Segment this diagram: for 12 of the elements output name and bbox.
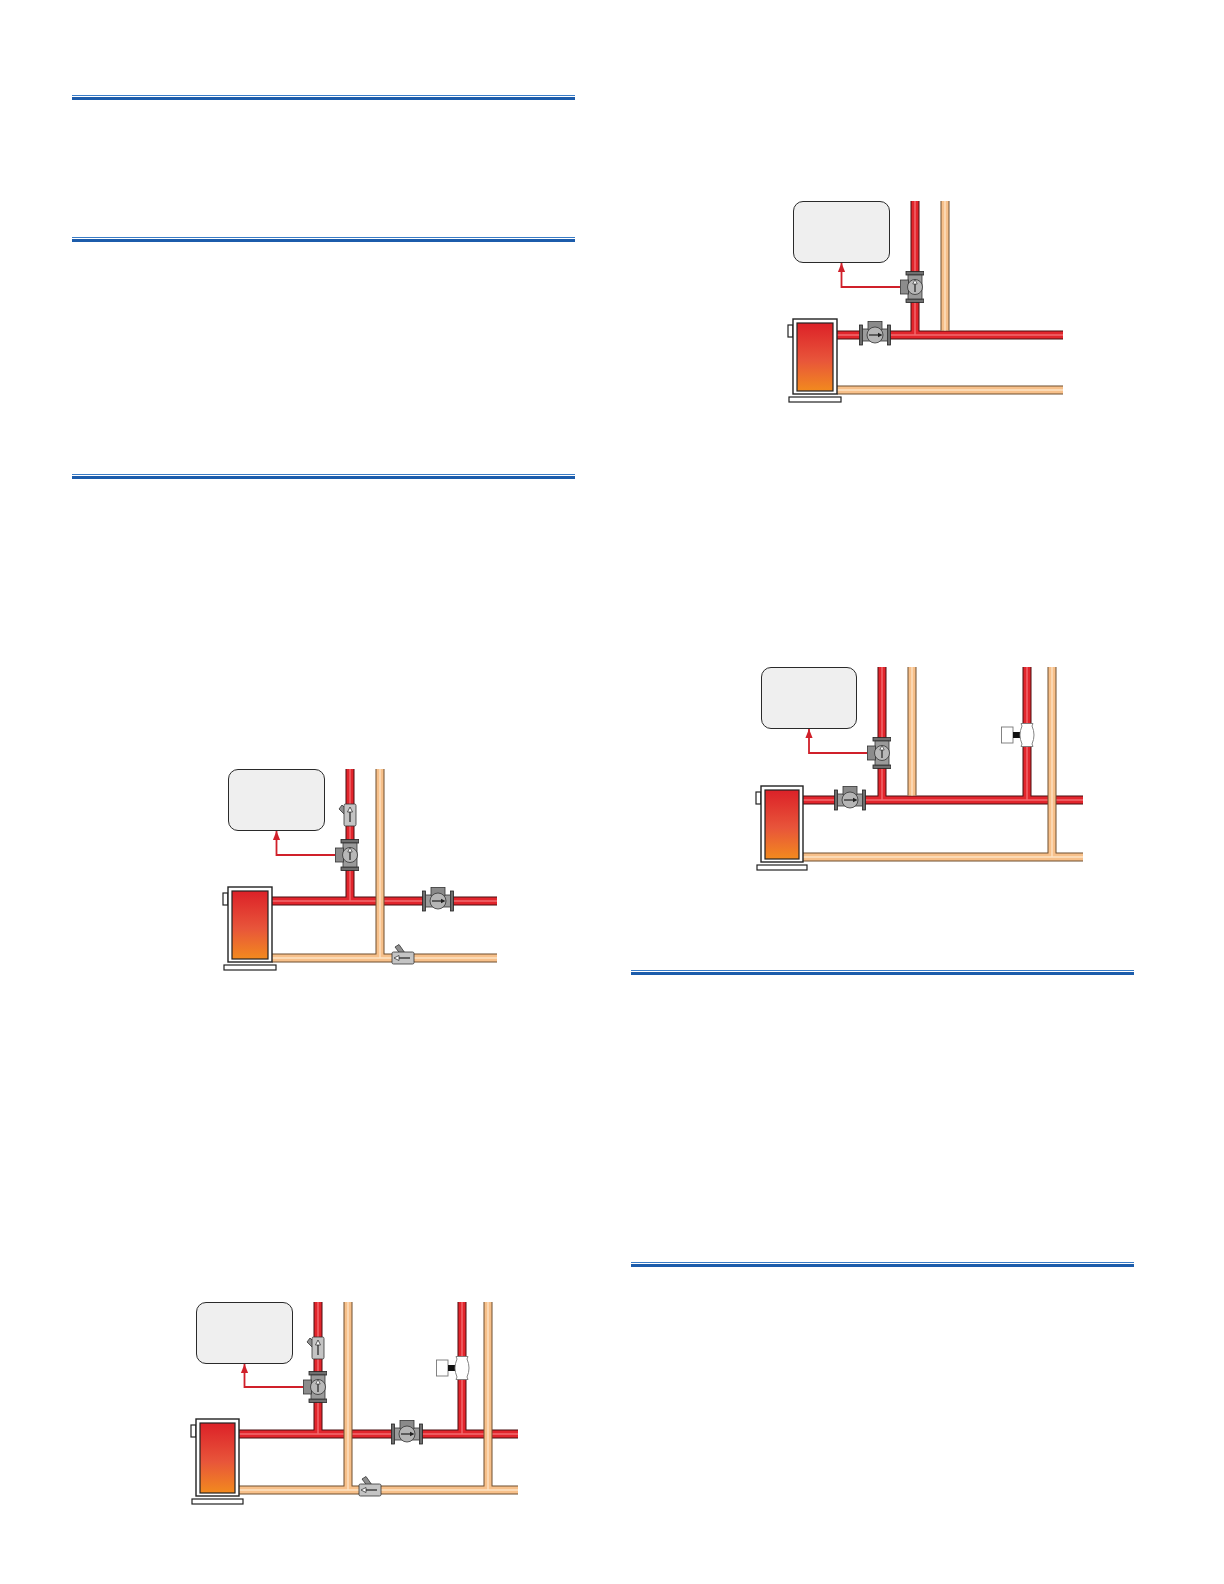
mixing-valve-symbol	[303, 1371, 327, 1403]
mixing-valve-symbol	[335, 839, 359, 871]
signal-arrow	[272, 830, 336, 856]
mixing-valve-symbol	[867, 737, 891, 769]
controller-box	[196, 1302, 293, 1364]
controller-box	[761, 667, 857, 729]
signal-arrow	[837, 262, 901, 288]
signal-arrow	[805, 728, 868, 754]
controller-box	[228, 769, 325, 831]
mixing-valve-symbol	[900, 271, 924, 303]
signal-arrow	[240, 1363, 304, 1388]
controller-box	[793, 201, 890, 263]
